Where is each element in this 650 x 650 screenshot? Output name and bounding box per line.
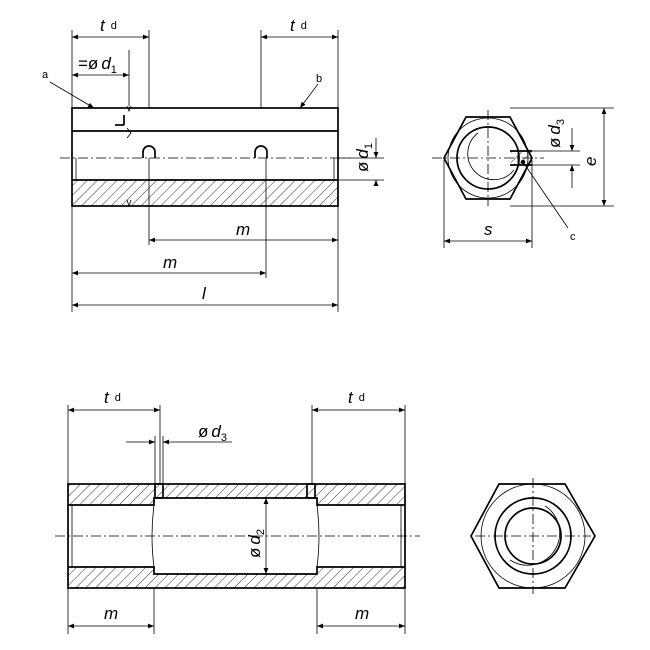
top-view: L td td =ød1 ød1 m m l — [42, 16, 384, 312]
end-view-top: ød3 e s c — [432, 107, 614, 248]
end-dim-s-label: s — [484, 220, 493, 239]
end-dim-e-label: e — [581, 157, 600, 166]
callout-a: a — [42, 69, 49, 81]
dim-d1-side-label: ød1 — [353, 143, 375, 172]
sec-dim-m-left-label: m — [104, 604, 118, 623]
callout-c: c — [570, 231, 576, 243]
dim-m-upper-label: m — [236, 220, 250, 239]
callout-b: b — [316, 73, 322, 85]
top-view-body: L — [60, 105, 350, 208]
sec-dim-m-right-label: m — [355, 604, 369, 623]
end-view-bottom — [470, 478, 596, 594]
sec-dim-d2-label: ød2 — [245, 529, 267, 558]
end-dim-d3-label: ød3 — [545, 119, 567, 148]
dim-m-lower-label: m — [163, 253, 177, 272]
dim-l-label: l — [202, 284, 207, 303]
